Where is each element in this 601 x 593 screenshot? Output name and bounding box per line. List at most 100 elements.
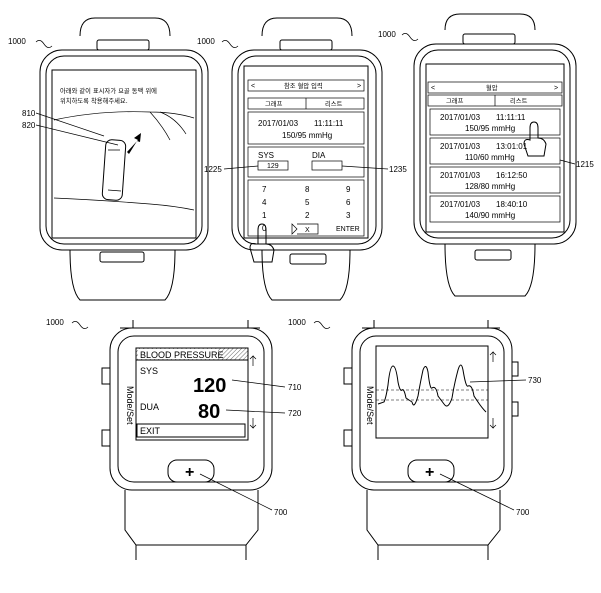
nav-right-button[interactable]: > [357,83,361,90]
mode-set-label: Mode/Set [365,386,375,425]
dua-label: DUA [140,402,159,412]
ref-730: 730 [528,376,542,385]
nav-left-button[interactable]: < [251,83,255,90]
finger-icon [249,223,275,263]
list-item[interactable]: 2017/01/03 13:01:01 110/60 mmHg [429,137,561,165]
plus-button[interactable] [167,459,215,483]
nav-left-button[interactable]: < [431,85,435,92]
arm-illustration [53,111,195,211]
ref-820: 820 [22,121,36,130]
svg-text:2017/01/03: 2017/01/03 [440,200,481,209]
side-button-top[interactable] [343,367,353,385]
watch-1: 아래와 같이 표시자가 요골 동맥 위에 위치하도록 착용해주세요. 1000 … [8,17,209,301]
ref-1235: 1235 [389,165,407,174]
entry-time: 11:11:11 [314,119,344,128]
sys-input-value: 129 [267,163,279,170]
exit-button[interactable] [136,423,246,438]
ref-device-4: 1000 [46,318,64,327]
pulse-waveform [377,364,487,413]
key-4[interactable]: 4 [262,198,267,207]
key-5[interactable]: 5 [305,198,310,207]
svg-text:13:01:01: 13:01:01 [496,142,528,151]
svg-text:128/80 mmHg: 128/80 mmHg [465,182,515,191]
key-7[interactable]: 7 [262,185,267,194]
ref-device-3: 1000 [378,30,396,39]
tab-list[interactable]: 리스트 [510,96,528,105]
tab-list[interactable]: 리스트 [325,99,343,108]
watch-body [39,49,209,251]
tab-graph[interactable]: 그래프 [446,96,464,105]
instruction-line-1: 아래와 같이 표시자가 요골 동맥 위에 [60,86,157,95]
entry-reading: 150/95 mmHg [282,131,332,140]
key-enter[interactable]: ENTER [336,226,360,233]
band-810 [101,139,127,201]
ref-device-2: 1000 [197,37,215,46]
key-8[interactable]: 8 [305,185,310,194]
screen-title: 혈압 [486,83,498,92]
strap-top [79,17,171,37]
plus-icon: + [425,464,434,481]
key-1[interactable]: 1 [262,211,267,220]
top-button [96,39,150,51]
svg-text:2017/01/03: 2017/01/03 [440,113,481,122]
tab-graph[interactable]: 그래프 [265,99,283,108]
watch-5: Mode/Set + 1000 730 700 [288,318,542,560]
down-arrow-icon[interactable] [489,418,497,429]
sys-value: 120 [193,375,226,397]
plus-button[interactable] [407,459,455,483]
side-button-bottom[interactable] [343,429,353,447]
screen [243,65,369,239]
sys-label: SYS [140,366,158,376]
keypad [247,179,365,237]
ref-1225: 1225 [204,165,222,174]
screen-title: 참조 혈압 입력 [284,81,323,90]
key-2[interactable]: 2 [305,211,310,220]
list-item[interactable]: 2017/01/03 11:11:11 150/95 mmHg [429,108,561,136]
svg-text:16:12:50: 16:12:50 [496,171,528,180]
ref-700-a: 700 [274,508,288,517]
indicator-arrow-icon [127,133,141,154]
key-9[interactable]: 9 [346,185,351,194]
svg-text:110/60 mmHg: 110/60 mmHg [465,153,515,162]
watch-4: BLOOD PRESSURE SYS 120 DUA 80 EXIT Mode/… [46,318,302,560]
side-button-top[interactable] [101,367,111,385]
ref-device-5: 1000 [288,318,306,327]
key-6[interactable]: 6 [346,198,351,207]
watch-body [231,49,383,251]
watch-2: < 참조 혈압 입력 > 그래프 리스트 2017/01/03 11:11:11… [197,17,407,301]
side-button-bottom[interactable] [101,429,111,447]
backspace-icon[interactable] [291,223,319,235]
ref-710: 710 [288,383,302,392]
exit-label: EXIT [140,426,161,436]
up-arrow-icon[interactable] [489,351,497,362]
finger-icon [523,121,547,157]
dia-input[interactable] [311,160,343,171]
key-0[interactable]: 0 [262,224,267,233]
nav-right-button[interactable]: > [554,85,558,92]
key-x[interactable]: X [305,227,310,234]
screen [425,63,565,233]
dia-label: DIA [312,151,326,160]
watch-body [413,43,577,245]
ref-device-1: 1000 [8,37,26,46]
list-item[interactable]: 2017/01/03 16:12:50 128/80 mmHg [429,166,561,194]
plus-icon: + [185,464,194,481]
sys-label: SYS [258,151,274,160]
ref-1215: 1215 [576,160,594,169]
key-3[interactable]: 3 [346,211,351,220]
list-item[interactable]: 2017/01/03 18:40:10 140/90 mmHg [429,195,561,223]
svg-text:2017/01/03: 2017/01/03 [440,171,481,180]
svg-text:140/90 mmHg: 140/90 mmHg [465,211,515,220]
svg-text:2017/01/03: 2017/01/03 [440,142,481,151]
svg-text:11:11:11: 11:11:11 [496,113,526,122]
down-arrow-icon[interactable] [249,418,257,429]
ref-720: 720 [288,409,302,418]
screen [51,69,197,239]
sys-input[interactable] [257,160,289,171]
ref-810: 810 [22,109,36,118]
header-title: BLOOD PRESSURE [140,350,224,360]
mode-set-label: Mode/Set [125,386,135,425]
up-arrow-icon[interactable] [249,355,257,366]
svg-text:18:40:10: 18:40:10 [496,200,528,209]
ref-700-b: 700 [516,508,530,517]
